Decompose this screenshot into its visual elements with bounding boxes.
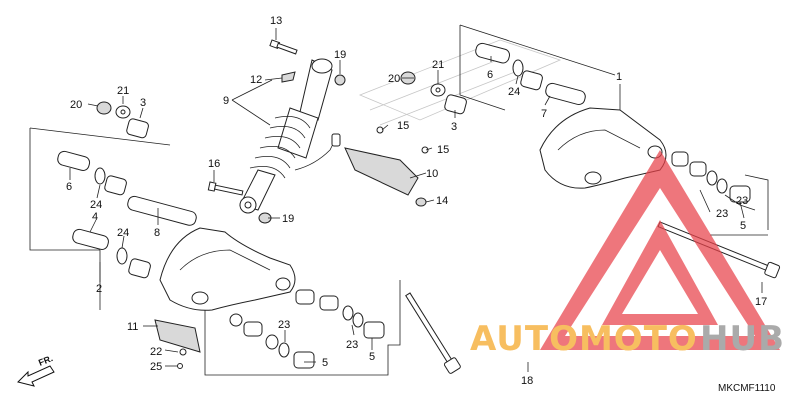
callout-21: 21 xyxy=(117,85,129,97)
callout-5: 5 xyxy=(740,220,746,232)
callout-15: 15 xyxy=(397,120,409,132)
callout-6: 6 xyxy=(66,181,72,193)
callout-11: 11 xyxy=(127,321,138,333)
front-direction-arrow: FR. xyxy=(17,353,55,387)
callout-labels: 13 19 12 9 21 20 3 6 24 8 4 24 2 11 22 2… xyxy=(66,15,767,387)
callout-21: 21 xyxy=(432,59,444,71)
watermark-logo: AUTOMOTO HUB xyxy=(470,150,785,359)
callout-2: 2 xyxy=(96,283,102,295)
callout-7: 7 xyxy=(541,108,547,120)
callout-23-b: 23 xyxy=(736,195,748,207)
callout-20: 20 xyxy=(70,99,82,111)
callout-8: 8 xyxy=(154,227,160,239)
left-lower-parts xyxy=(154,289,385,369)
diagram-code: MKCMF1110 xyxy=(718,383,776,394)
callout-23: 23 xyxy=(716,208,728,220)
watermark-triangle-icon xyxy=(540,150,780,350)
callout-19: 19 xyxy=(282,213,294,225)
callout-13: 13 xyxy=(270,15,282,27)
right-swingarm-parts xyxy=(475,42,751,203)
direction-label: FR. xyxy=(37,353,54,368)
callout-12: 12 xyxy=(250,74,262,86)
leader-lines xyxy=(69,28,763,372)
callout-23: 23 xyxy=(346,339,358,351)
callout-24: 24 xyxy=(508,86,520,98)
callout-10: 10 xyxy=(426,168,438,180)
collar-part xyxy=(57,150,91,171)
callout-6: 6 xyxy=(487,69,493,81)
left-swingarm-body xyxy=(159,227,296,311)
callout-14: 14 xyxy=(436,195,448,207)
rear-shock xyxy=(207,39,346,224)
callout-24: 24 xyxy=(117,227,129,239)
callout-9: 9 xyxy=(223,95,229,107)
callout-24: 24 xyxy=(90,199,102,211)
watermark-brand-auto: AUTOMOTO xyxy=(470,319,698,359)
callout-17: 17 xyxy=(755,296,767,308)
watermark-brand-hub: HUB xyxy=(700,319,785,359)
callout-19: 19 xyxy=(334,49,346,61)
sensor-bracket xyxy=(344,126,429,207)
callout-3: 3 xyxy=(451,121,457,133)
callout-3: 3 xyxy=(140,97,146,109)
left-swingarm-parts xyxy=(57,101,197,279)
callout-25: 25 xyxy=(150,361,162,373)
callout-16: 16 xyxy=(208,158,220,170)
callout-18: 18 xyxy=(521,375,533,387)
callout-5: 5 xyxy=(322,357,328,369)
callout-20: 20 xyxy=(388,73,400,85)
seal-part xyxy=(94,167,106,185)
callout-1: 1 xyxy=(616,71,622,83)
callout-22: 22 xyxy=(150,346,162,358)
callout-23: 23 xyxy=(278,319,290,331)
callout-4: 4 xyxy=(92,211,98,223)
callout-15: 15 xyxy=(437,144,449,156)
callout-5: 5 xyxy=(369,351,375,363)
